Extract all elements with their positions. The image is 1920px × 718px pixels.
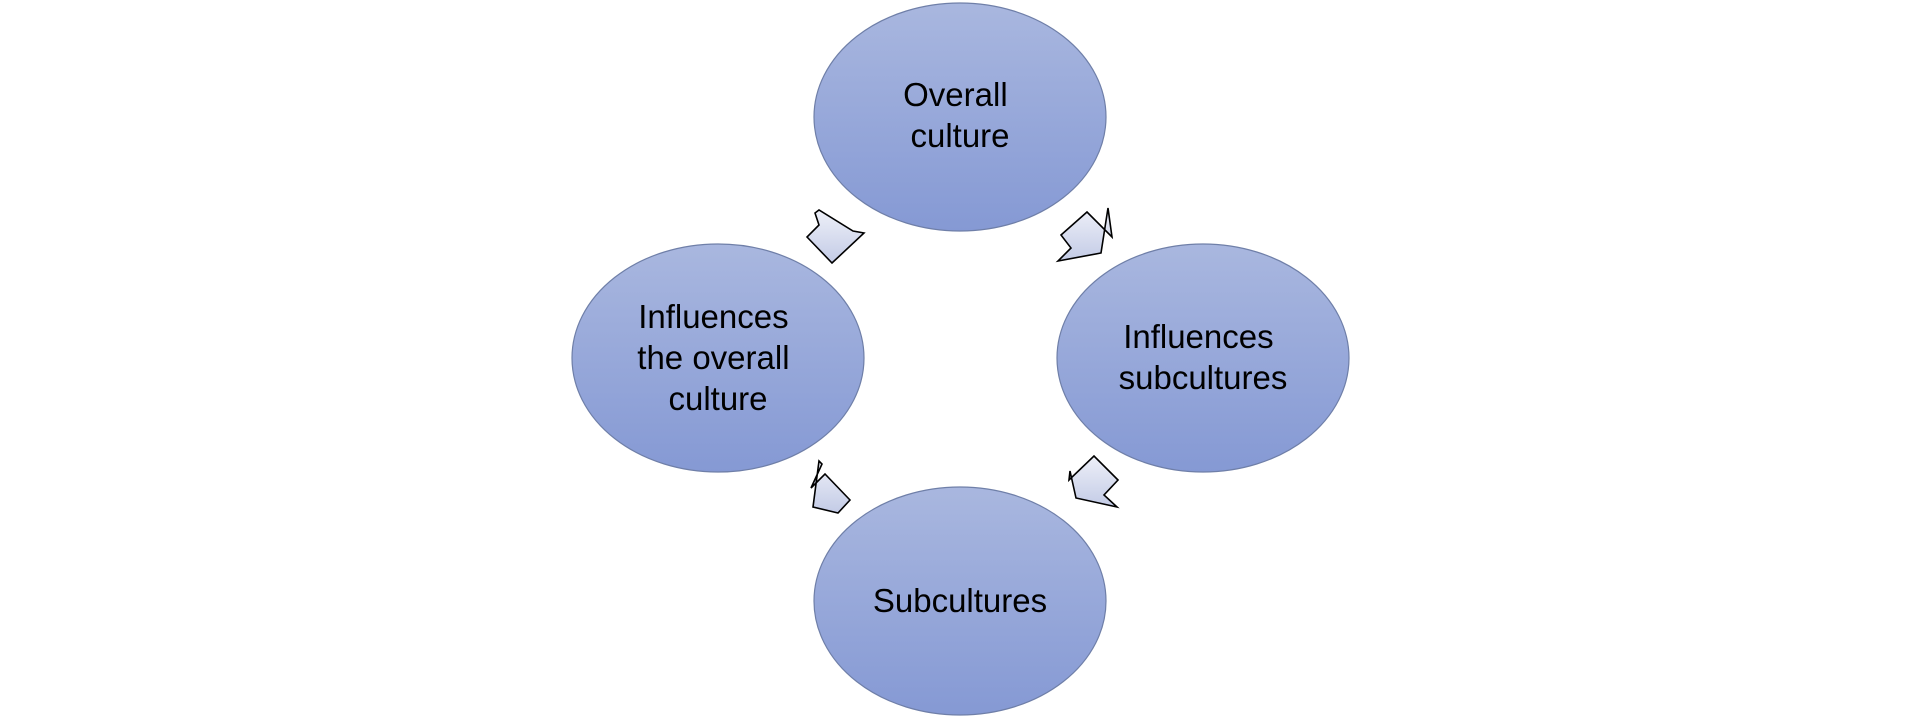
node-influences-subcultures: Influences subcultures [1056, 243, 1350, 473]
node-subcultures: Subcultures [813, 486, 1107, 716]
node-ellipse [813, 2, 1107, 232]
arrow-influences-overall-to-overall [805, 209, 866, 265]
node-label: Overall culture [903, 76, 1017, 154]
arrow-overall-to-influences-subcultures [1055, 207, 1114, 263]
node-label: Influences subcultures [1119, 318, 1288, 396]
node-overall-culture: Overall culture [813, 2, 1107, 232]
arrow-influences-subcultures-to-subcultures [1067, 454, 1120, 509]
node-label: Subcultures [873, 582, 1047, 619]
node-label: Influences the overall culture [637, 298, 798, 417]
node-ellipse [813, 486, 1107, 716]
node-ellipse [571, 243, 865, 473]
node-influences-overall-culture: Influences the overall culture [571, 243, 865, 473]
arrow-subcultures-to-influences-overall [810, 459, 852, 514]
node-ellipse [1056, 243, 1350, 473]
cycle-arrows [805, 207, 1120, 514]
